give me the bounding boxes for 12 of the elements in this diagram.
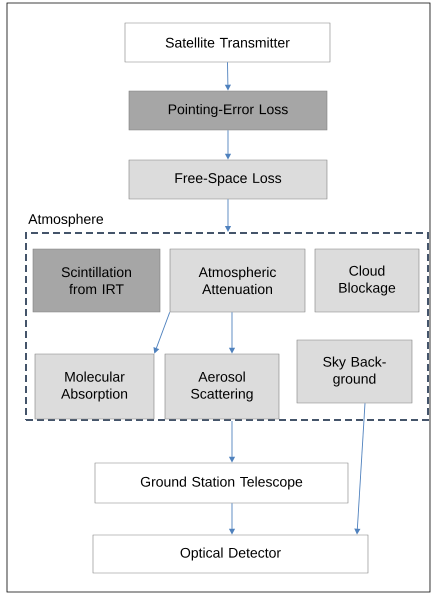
process-box: Molecular Absorption (34, 354, 154, 420)
process-box: Optical Detector (92, 534, 368, 574)
process-box: Pointing-Error Loss (128, 90, 328, 130)
process-box: Ground Station Telescope (94, 462, 348, 504)
process-box: Scintillation from IRT (32, 248, 160, 312)
process-box: Free-Space Loss (128, 160, 328, 200)
process-box: Sky Back-ground (296, 340, 412, 404)
process-box: Aerosol Scattering (164, 354, 280, 420)
process-box: Atmospheric Attenuation (170, 248, 306, 312)
process-box: Cloud Blockage (314, 248, 420, 312)
process-box: Satellite Transmitter (124, 22, 330, 62)
node-label: Atmosphere (28, 214, 104, 227)
